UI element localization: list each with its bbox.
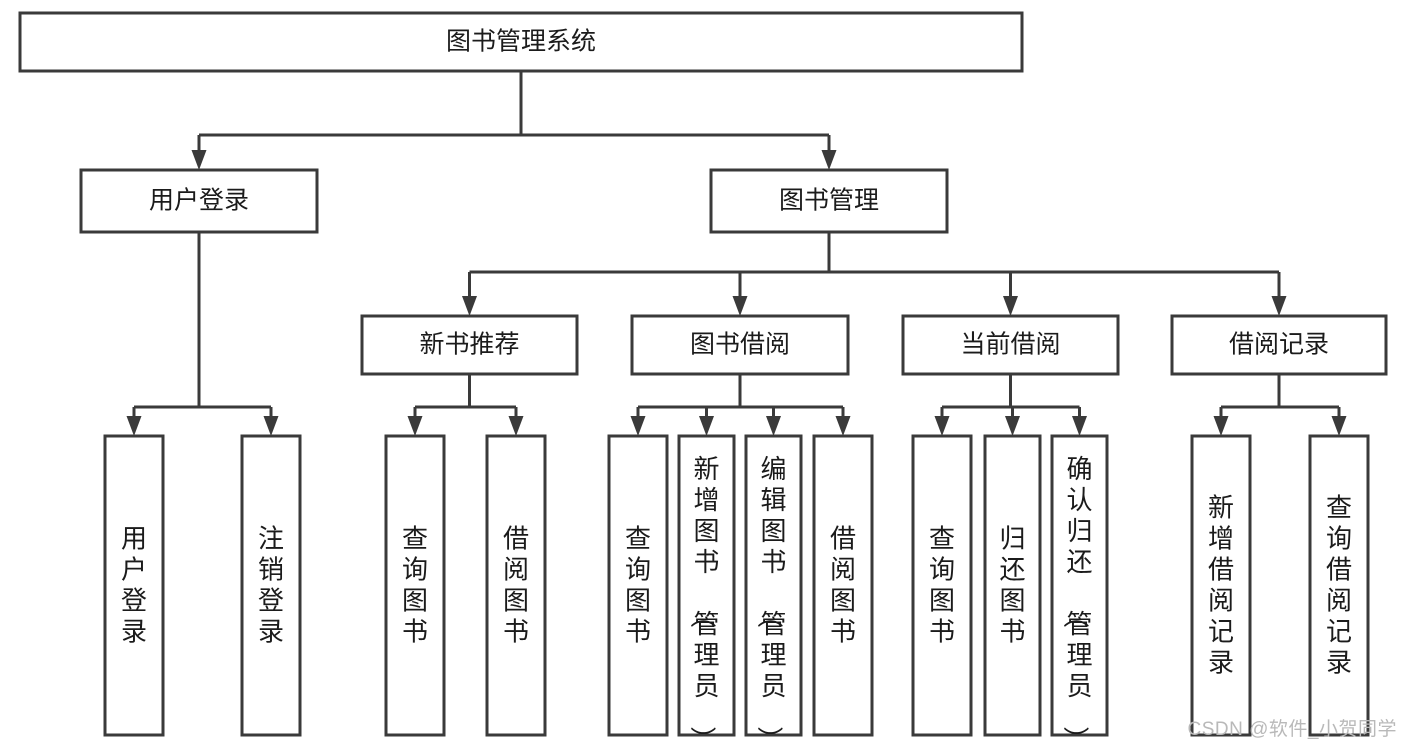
node-label-new-book-recommend: 新书推荐 (419, 331, 519, 359)
node-box-leaf-cb-return (983, 434, 1042, 737)
node-label-leaf-bb-add: 新增图书（管理员） (687, 454, 719, 747)
node-user-login[interactable]: 用户登录 (79, 168, 319, 234)
node-box-leaf-bb-borrow (812, 434, 874, 737)
edge-group-root (191, 71, 837, 170)
node-label-leaf-cb-return: 归还图书 (999, 524, 1025, 647)
node-boxes-layer: 图书管理系统用户登录图书管理新书推荐图书借阅当前借阅借阅记录用户登录注销登录查询… (18, 11, 1388, 747)
arrow-head-icon (1003, 296, 1018, 316)
edge-group-book-management (462, 232, 1287, 316)
node-box-leaf-cb-confirm (1050, 434, 1109, 737)
node-label-leaf-br-query: 查询借阅记录 (1326, 493, 1352, 678)
edge-group-new-book-recommend (407, 374, 524, 436)
node-box-book-management (709, 168, 949, 234)
arrow-head-icon (1331, 416, 1347, 436)
node-box-leaf-nb-query (384, 434, 446, 737)
arrow-head-icon (191, 150, 207, 170)
node-box-leaf-bb-add (677, 434, 736, 737)
node-leaf-bb-edit[interactable]: 编辑图书（管理员） (744, 434, 803, 747)
arrow-head-icon (1213, 416, 1229, 436)
node-new-book-recommend[interactable]: 新书推荐 (360, 314, 579, 376)
node-box-leaf-br-query (1308, 434, 1370, 737)
node-box-current-borrow (901, 314, 1120, 376)
arrow-head-icon (263, 416, 279, 436)
arrow-head-icon (407, 416, 423, 436)
node-label-leaf-cb-confirm: 确认归还（管理员） (1060, 454, 1092, 747)
node-label-current-borrow: 当前借阅 (960, 331, 1060, 359)
edge-group-current-borrow (934, 374, 1087, 436)
node-current-borrow[interactable]: 当前借阅 (901, 314, 1120, 376)
node-box-leaf-cb-query (911, 434, 973, 737)
node-box-new-book-recommend (360, 314, 579, 376)
node-label-leaf-nb-borrow: 借阅图书 (503, 524, 529, 647)
arrow-head-icon (630, 416, 646, 436)
arrow-head-icon (462, 296, 477, 316)
node-book-management[interactable]: 图书管理 (709, 168, 949, 234)
arrow-head-icon (732, 296, 748, 316)
edge-group-user-login (126, 232, 279, 436)
arrow-head-icon (508, 416, 524, 436)
node-leaf-nb-query[interactable]: 查询图书 (384, 434, 446, 737)
arrow-head-icon (1072, 416, 1087, 436)
edge-group-borrow-record (1213, 374, 1347, 436)
node-leaf-cb-query[interactable]: 查询图书 (911, 434, 973, 737)
node-box-leaf-br-add (1190, 434, 1252, 737)
node-box-leaf-user-logout (240, 434, 302, 737)
arrow-head-icon (1005, 416, 1020, 436)
node-book-borrow[interactable]: 图书借阅 (630, 314, 850, 376)
arrow-head-icon (766, 416, 781, 436)
node-leaf-user-logout[interactable]: 注销登录 (240, 434, 302, 737)
node-box-borrow-record (1170, 314, 1388, 376)
node-leaf-user-login[interactable]: 用户登录 (103, 434, 165, 737)
node-box-user-login (79, 168, 319, 234)
node-label-leaf-cb-query: 查询图书 (929, 524, 955, 647)
node-box-root (18, 11, 1024, 73)
node-borrow-record[interactable]: 借阅记录 (1170, 314, 1388, 376)
arrow-head-icon (126, 416, 142, 436)
node-leaf-bb-query[interactable]: 查询图书 (607, 434, 669, 737)
node-leaf-nb-borrow[interactable]: 借阅图书 (485, 434, 547, 737)
node-leaf-br-add[interactable]: 新增借阅记录 (1190, 434, 1252, 737)
node-label-book-borrow: 图书借阅 (690, 331, 790, 359)
node-leaf-cb-confirm[interactable]: 确认归还（管理员） (1050, 434, 1109, 747)
node-label-leaf-user-logout: 注销登录 (258, 524, 284, 647)
arrow-head-icon (699, 416, 714, 436)
edge-group-book-borrow (630, 374, 851, 436)
node-label-leaf-user-login: 用户登录 (121, 524, 147, 647)
node-box-leaf-bb-edit (744, 434, 803, 737)
node-label-root: 图书管理系统 (446, 28, 596, 56)
arrow-head-icon (934, 416, 950, 436)
node-label-leaf-bb-edit: 编辑图书（管理员） (754, 454, 786, 747)
node-box-leaf-nb-borrow (485, 434, 547, 737)
node-leaf-bb-add[interactable]: 新增图书（管理员） (677, 434, 736, 747)
node-label-leaf-bb-query: 查询图书 (625, 524, 651, 647)
node-label-leaf-bb-borrow: 借阅图书 (830, 524, 856, 647)
node-box-book-borrow (630, 314, 850, 376)
node-leaf-bb-borrow[interactable]: 借阅图书 (812, 434, 874, 737)
connector-edges-layer (126, 71, 1347, 436)
node-box-leaf-bb-query (607, 434, 669, 737)
node-leaf-br-query[interactable]: 查询借阅记录 (1308, 434, 1370, 737)
node-label-borrow-record: 借阅记录 (1229, 331, 1329, 359)
watermark-text: CSDN @软件_小贺同学 (1187, 719, 1397, 740)
node-leaf-cb-return[interactable]: 归还图书 (983, 434, 1042, 737)
node-label-book-management: 图书管理 (779, 187, 879, 215)
node-root[interactable]: 图书管理系统 (18, 11, 1024, 73)
arrow-head-icon (1271, 296, 1287, 316)
node-label-leaf-br-add: 新增借阅记录 (1208, 493, 1234, 678)
node-label-leaf-nb-query: 查询图书 (402, 524, 428, 647)
arrow-head-icon (821, 150, 837, 170)
node-box-leaf-user-login (103, 434, 165, 737)
node-label-user-login: 用户登录 (149, 187, 249, 215)
arrow-head-icon (835, 416, 851, 436)
